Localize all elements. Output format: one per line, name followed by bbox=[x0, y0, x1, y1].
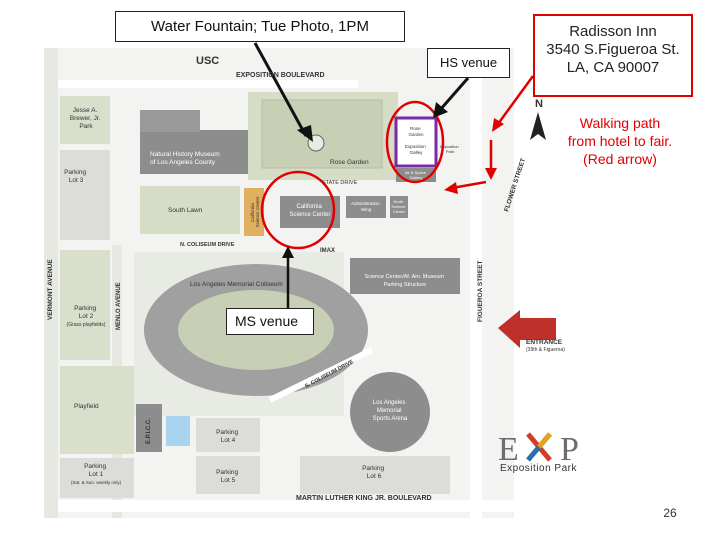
ms-pointer-head bbox=[282, 246, 294, 258]
science-school-building bbox=[244, 188, 264, 236]
menlo-avenue-label: MENLO AVENUE bbox=[116, 282, 122, 330]
south-lawn-label: South Lawn bbox=[168, 207, 203, 214]
fair-walk-arrow bbox=[451, 180, 487, 190]
fountain-pointer-arrow bbox=[253, 42, 308, 137]
exposition-center-label: Exposition Park bbox=[440, 144, 460, 154]
water-fountain-callout: Water Fountain; Tue Photo, 1PM bbox=[115, 11, 405, 42]
hs-venue-callout: HS venue bbox=[427, 48, 510, 78]
playfield-label: Playfield bbox=[74, 403, 99, 410]
hs-gallery-label: Exposition Galley bbox=[405, 144, 427, 155]
hs-pointer-arrow bbox=[438, 77, 470, 111]
south-lawn-area bbox=[140, 186, 240, 234]
north-label: N bbox=[535, 98, 543, 110]
fair-walk-head bbox=[444, 182, 458, 194]
walking-note-line-2: from hotel to fair. bbox=[567, 133, 673, 149]
parking-lot-1-sublabel: (Sat. & Sun. weekly only) bbox=[71, 480, 122, 485]
hotel-walk-head bbox=[492, 118, 504, 132]
ms-venue-highlight bbox=[260, 170, 336, 250]
exposition-boulevard-label: EXPOSITION BOULEVARD bbox=[236, 72, 325, 79]
epicc-pool bbox=[166, 416, 190, 446]
north-science-center bbox=[390, 196, 408, 218]
sports-arena-label: Los Angeles Memorial Sports Arena bbox=[373, 400, 408, 422]
playfield-area bbox=[60, 366, 134, 454]
park-label: Jesse A. Brewer, Jr. Park bbox=[70, 107, 103, 130]
admin-wing-label: Administration Wing bbox=[351, 201, 381, 212]
vermont-avenue-label: VERMONT AVENUE bbox=[47, 259, 54, 320]
figueroa-walk-head bbox=[485, 168, 497, 180]
natural-history-museum bbox=[140, 130, 248, 174]
museum-label: Natural History Museum of Los Angeles Co… bbox=[150, 151, 222, 166]
parking-structure-label: Science Center/Af. Am. Museum Parking St… bbox=[364, 274, 445, 288]
coliseum-drive-road bbox=[268, 347, 374, 403]
science-center-label: California Science Center bbox=[289, 204, 330, 218]
north-science-label: North Science Center bbox=[391, 199, 406, 214]
parking-lot-6-area bbox=[300, 456, 450, 494]
parking-lot-6-label: Parking Lot 6 bbox=[362, 465, 386, 480]
epicc-building bbox=[136, 404, 162, 452]
brewer-park-area bbox=[60, 96, 110, 144]
hs-rose-label: Rose Garden bbox=[408, 126, 424, 137]
sports-arena bbox=[350, 372, 430, 452]
entrance-label: ENTRANCE bbox=[526, 339, 563, 346]
hs-pointer-head bbox=[433, 102, 448, 118]
parking-lot-1-label: Parking Lot 1 bbox=[84, 463, 108, 478]
entrance-arrow bbox=[498, 310, 556, 348]
parking-lot-5-area bbox=[196, 456, 260, 494]
logo-x-mark bbox=[526, 432, 552, 462]
administration-wing bbox=[346, 196, 386, 218]
parking-lot-2-sublabel: (Grass playfields) bbox=[67, 322, 106, 328]
usc-label: USC bbox=[196, 55, 219, 67]
parking-lot-4-area bbox=[196, 418, 260, 452]
epicc-label: E.P.I.C.C. bbox=[146, 418, 152, 444]
museum-annex bbox=[140, 110, 200, 132]
n-coliseum-label: N. COLISEUM DRIVE bbox=[180, 242, 235, 248]
hotel-name: Radisson Inn bbox=[569, 23, 657, 40]
imax-label: IMAX bbox=[320, 248, 335, 254]
exposition-park-logo: E P bbox=[498, 431, 579, 468]
walking-note-line-3: (Red arrow) bbox=[583, 151, 657, 167]
rose-garden-label: Rose Garden bbox=[330, 159, 369, 166]
science-school-label: California Science Center bbox=[250, 196, 260, 227]
parking-lot-1-area bbox=[60, 458, 134, 498]
air-space-label: Air & Space Gallery bbox=[405, 170, 427, 180]
hs-venue-building bbox=[394, 116, 438, 168]
logo-letter-e: E bbox=[498, 431, 519, 468]
parking-lot-3-label: Parking Lot 3 bbox=[64, 169, 88, 184]
parking-lot-4-label: Parking Lot 4 bbox=[216, 429, 240, 444]
page-number: 26 bbox=[663, 506, 677, 520]
exposition-boulevard-road bbox=[58, 80, 358, 88]
parking-lot-5-label: Parking Lot 5 bbox=[216, 469, 240, 484]
exposition-park-wordmark: Exposition Park bbox=[500, 463, 577, 474]
hotel-city: LA, CA 90007 bbox=[566, 59, 660, 76]
fountain-pointer-head bbox=[297, 125, 313, 142]
hotel-callout: Radisson Inn 3540 S.Figueroa St. LA, CA … bbox=[533, 14, 693, 97]
state-drive-label: STATE DRIVE bbox=[322, 180, 358, 186]
logo-letter-p: P bbox=[560, 431, 579, 468]
entrance-sublabel: (39th & Figueroa) bbox=[526, 347, 565, 353]
vermont-avenue-strip bbox=[44, 48, 58, 518]
parking-lot-2-area bbox=[60, 250, 110, 360]
parking-lot-2-label: Parking Lot 2 bbox=[74, 305, 98, 320]
hotel-walk-arrow bbox=[496, 75, 535, 125]
rose-garden-inner bbox=[261, 99, 383, 169]
figueroa-street-label: FIGUEROA STREET bbox=[477, 260, 484, 322]
mlk-boulevard-road bbox=[58, 500, 514, 512]
mlk-boulevard-label: MARTIN LUTHER KING JR. BOULEVARD bbox=[296, 495, 432, 502]
walking-path-note: Walking path from hotel to fair. (Red ar… bbox=[545, 114, 695, 168]
walking-note-line-1: Walking path bbox=[579, 115, 661, 131]
coliseum-label: Los Angeles Memorial Coliseum bbox=[190, 281, 283, 288]
hs-venue-highlight bbox=[385, 100, 445, 184]
hotel-street: 3540 S.Figueroa St. bbox=[546, 41, 680, 58]
ms-venue-callout: MS venue bbox=[226, 308, 314, 335]
parking-structure bbox=[350, 258, 460, 294]
north-arrow-icon bbox=[530, 112, 546, 140]
california-science-center bbox=[280, 196, 340, 228]
parking-lot-3-area bbox=[60, 150, 110, 240]
